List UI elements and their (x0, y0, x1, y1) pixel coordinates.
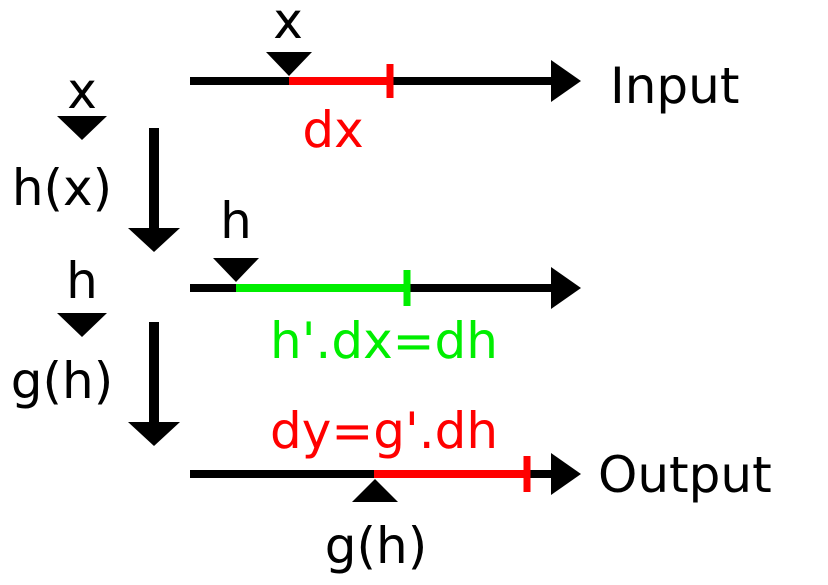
middle-h-label: h (220, 192, 252, 250)
output-gh-label: g(h) (325, 517, 427, 575)
left-x-pointer-icon (57, 116, 107, 140)
left-hx-label: h(x) (12, 159, 112, 217)
output-axis-label: Output (598, 446, 772, 504)
middle-h-pointer-icon (213, 258, 259, 282)
middle-axis-arrowhead-icon (551, 267, 581, 309)
input-axis-arrowhead-icon (551, 60, 581, 102)
left-x-label: x (67, 62, 97, 120)
input-dx-label: dx (302, 101, 363, 159)
output-gh-pointer-icon (352, 479, 398, 502)
left-h-label: h (66, 252, 98, 310)
output-dy-label: dy=g'.dh (270, 402, 498, 460)
down-arrow-icon-1 (128, 128, 180, 252)
down-arrow-icon-2 (128, 322, 180, 446)
input-x-label: x (273, 0, 303, 50)
input-axis-label: Input (610, 57, 739, 115)
left-gh-label: g(h) (11, 352, 113, 410)
input-x-pointer-icon (266, 52, 312, 76)
left-h-pointer-icon (57, 313, 107, 337)
output-axis-arrowhead-icon (551, 453, 581, 495)
middle-dh-label: h'.dx=dh (270, 312, 498, 370)
